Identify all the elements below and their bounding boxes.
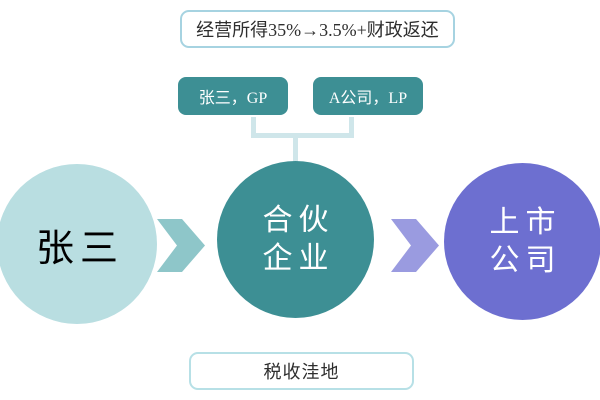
tax-haven-note: 税收洼地 [189, 352, 414, 390]
chevron-right-icon [157, 219, 205, 272]
connector-stub-right [349, 117, 354, 138]
node-listed-company-line2: 公司 [489, 243, 562, 277]
chevron-right-icon [391, 219, 439, 272]
connector-stem [293, 138, 298, 165]
gp-partner-label: 张三，GP [198, 90, 268, 107]
connector-stub-left [251, 117, 256, 138]
chevron-right-icon-svg [391, 219, 439, 272]
lp-partner-box: A公司，LP [313, 77, 423, 115]
tax-rate-note-text: 经营所得35%→3.5%+财政返还 [196, 20, 439, 40]
gp-partner-box: 张三，GP [178, 77, 288, 115]
tax-haven-note-text: 税收洼地 [263, 362, 340, 382]
node-listed-company-circle: 上市 公司 [444, 163, 600, 320]
node-person-circle: 张三 [0, 164, 157, 324]
chevron-right-icon-svg [157, 219, 205, 272]
node-person-label: 张三 [35, 227, 124, 270]
node-partnership-line2: 企业 [262, 241, 335, 275]
node-partnership-line1: 合伙 [262, 203, 335, 237]
connector-bar [251, 133, 354, 138]
node-partnership-circle: 合伙 企业 [217, 161, 374, 318]
lp-partner-label: A公司，LP [328, 90, 408, 107]
node-listed-company-line1: 上市 [489, 205, 562, 239]
tax-rate-note: 经营所得35%→3.5%+财政返还 [180, 10, 455, 48]
